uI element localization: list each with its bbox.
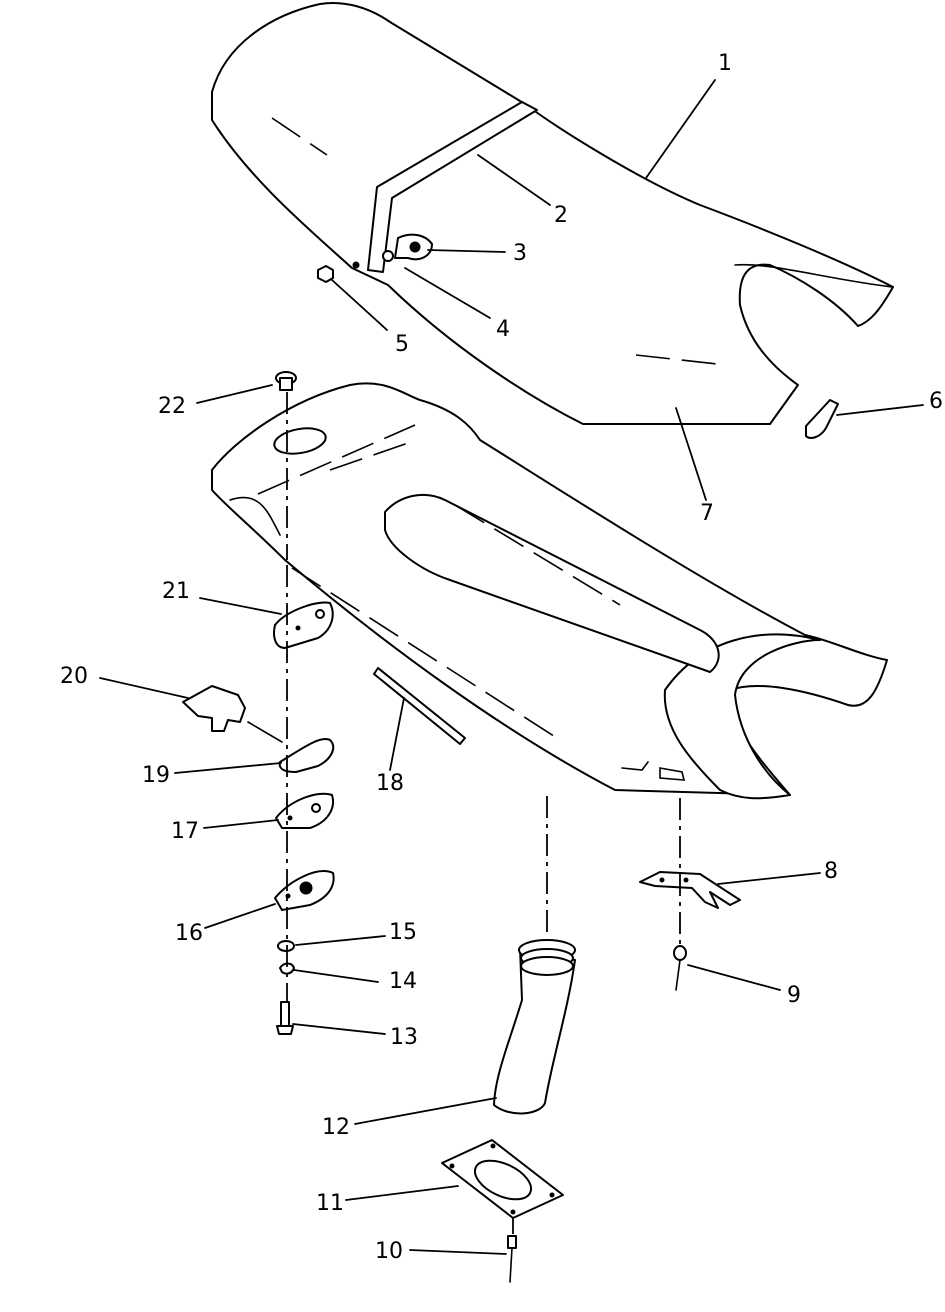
callout-14: 14 bbox=[389, 969, 417, 994]
hex-nut bbox=[317, 265, 334, 283]
seat-hook bbox=[805, 399, 839, 439]
callout-22: 22 bbox=[158, 394, 186, 419]
callout-17: 17 bbox=[171, 819, 199, 844]
latch-link-line bbox=[247, 721, 283, 743]
washer bbox=[382, 250, 394, 262]
screw-13 bbox=[276, 1001, 294, 1035]
air-duct bbox=[493, 939, 576, 1115]
latch-plate-upper bbox=[273, 601, 334, 649]
callout-15: 15 bbox=[389, 920, 417, 945]
latch-clip bbox=[182, 685, 246, 732]
callout-16: 16 bbox=[175, 921, 203, 946]
callout-2: 2 bbox=[554, 203, 568, 228]
callout-20: 20 bbox=[60, 664, 88, 689]
callout-5: 5 bbox=[395, 332, 409, 357]
callout-21: 21 bbox=[162, 579, 190, 604]
callout-13: 13 bbox=[390, 1025, 418, 1050]
callout-3: 3 bbox=[513, 241, 527, 266]
callout-12: 12 bbox=[322, 1115, 350, 1140]
rivet-9 bbox=[673, 945, 687, 991]
latch-plate-middle bbox=[275, 792, 334, 829]
callout-8: 8 bbox=[824, 859, 838, 884]
callout-4: 4 bbox=[496, 317, 510, 342]
bracket-screw bbox=[409, 241, 421, 253]
callout-18: 18 bbox=[376, 771, 404, 796]
callout-10: 10 bbox=[375, 1239, 403, 1264]
callout-19: 19 bbox=[142, 763, 170, 788]
strap-bolt bbox=[352, 261, 360, 269]
callout-9: 9 bbox=[787, 983, 801, 1008]
pan-strip bbox=[373, 667, 466, 745]
duct-gasket bbox=[441, 1139, 564, 1219]
grommet bbox=[275, 371, 297, 391]
callout-11: 11 bbox=[316, 1191, 344, 1216]
e-clip-14 bbox=[279, 962, 295, 975]
fastener-10 bbox=[507, 1235, 517, 1283]
callout-6: 6 bbox=[929, 389, 943, 414]
tab-bracket bbox=[639, 871, 741, 909]
callout-7: 7 bbox=[700, 501, 714, 526]
latch-hook bbox=[278, 738, 335, 773]
seat-pan bbox=[211, 382, 888, 800]
washer-15 bbox=[277, 940, 295, 952]
callout-1: 1 bbox=[718, 51, 732, 76]
leader-lines bbox=[99, 79, 924, 1255]
seat bbox=[211, 2, 894, 425]
